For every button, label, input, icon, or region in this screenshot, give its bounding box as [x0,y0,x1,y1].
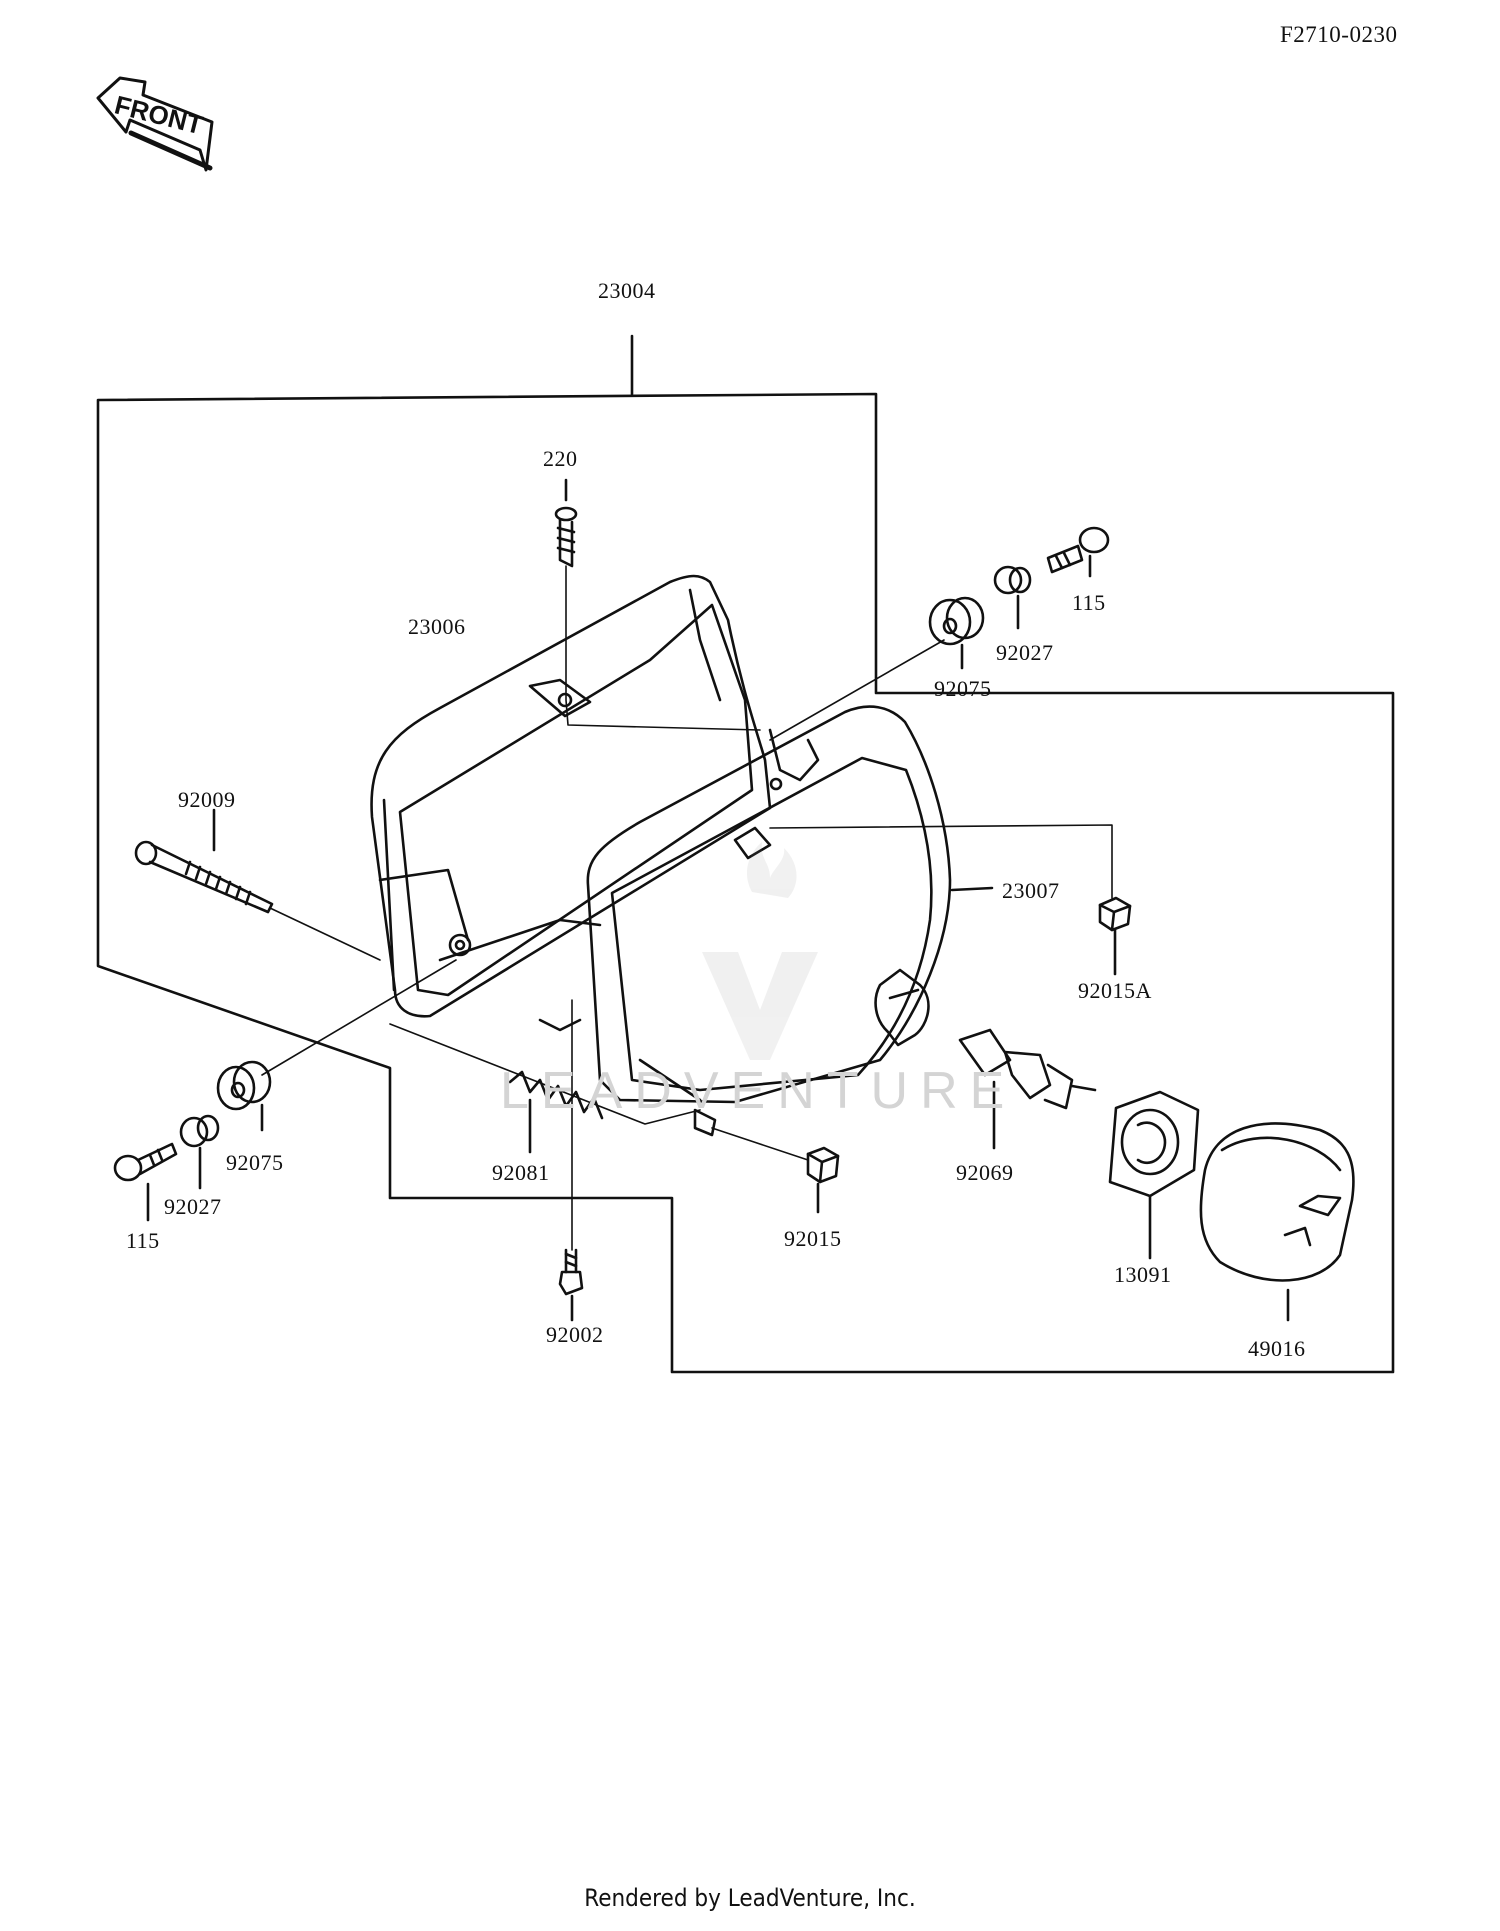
link-92081 [389,1023,701,1125]
callout-23004: 23004 [598,278,656,303]
assembly-boundary-23004 [96,392,1395,1374]
rim-23006 [370,574,772,1032]
socket-13091 [1108,1090,1200,1198]
nut-92015 [806,1146,840,1184]
leader-23007 [950,886,994,892]
callout-92015A: 92015A [1078,978,1152,1003]
callout-115-left: 115 [126,1228,160,1253]
bulb-92069 [958,1028,1097,1110]
callout-49016: 49016 [1248,1336,1306,1361]
bolt-115-top [1046,526,1110,574]
callout-92002: 92002 [546,1322,604,1347]
watermark-logo [702,842,818,1060]
callout-13091: 13091 [1114,1262,1172,1287]
collar-92027-top [993,565,1032,595]
link-92015 [711,1127,809,1161]
screw-92002 [558,1248,584,1296]
nut-92015A [1098,896,1132,932]
headlight-unit-23007 [586,705,952,1137]
link-92009 [269,907,381,961]
callout-92075-left: 92075 [226,1150,284,1175]
grommet-92075-top [928,596,985,646]
link-92075-top [769,639,945,741]
figure-ref: F2710-0230 [1280,22,1398,47]
callout-23007: 23007 [1002,878,1060,903]
callout-92009: 92009 [178,787,236,812]
watermark-text: LEADVENTURE [500,1062,1016,1120]
callout-115-top: 115 [1072,590,1106,615]
callout-92027-left: 92027 [164,1194,222,1219]
cover-49016 [1199,1122,1355,1282]
bolt-115-left [113,1142,178,1182]
callout-92081: 92081 [492,1160,550,1185]
callout-220: 220 [543,446,578,471]
callout-23006: 23006 [408,614,466,639]
bolt-92009 [134,840,274,914]
callout-92027-top: 92027 [996,640,1054,665]
link-220 [565,565,761,731]
spring-92081 [508,1070,604,1120]
link-92015A [769,824,1113,899]
callout-92075-top: 92075 [934,676,992,701]
front-arrow-icon: FRONT [96,76,214,172]
callout-92015: 92015 [784,1226,842,1251]
callout-92069: 92069 [956,1160,1014,1185]
link-92075-left [261,959,457,1076]
grommet-92075-left [216,1060,272,1111]
footer-credit: Rendered by LeadVenture, Inc. [584,1884,916,1912]
collar-92027-left [179,1114,220,1148]
screw-220 [554,506,578,568]
